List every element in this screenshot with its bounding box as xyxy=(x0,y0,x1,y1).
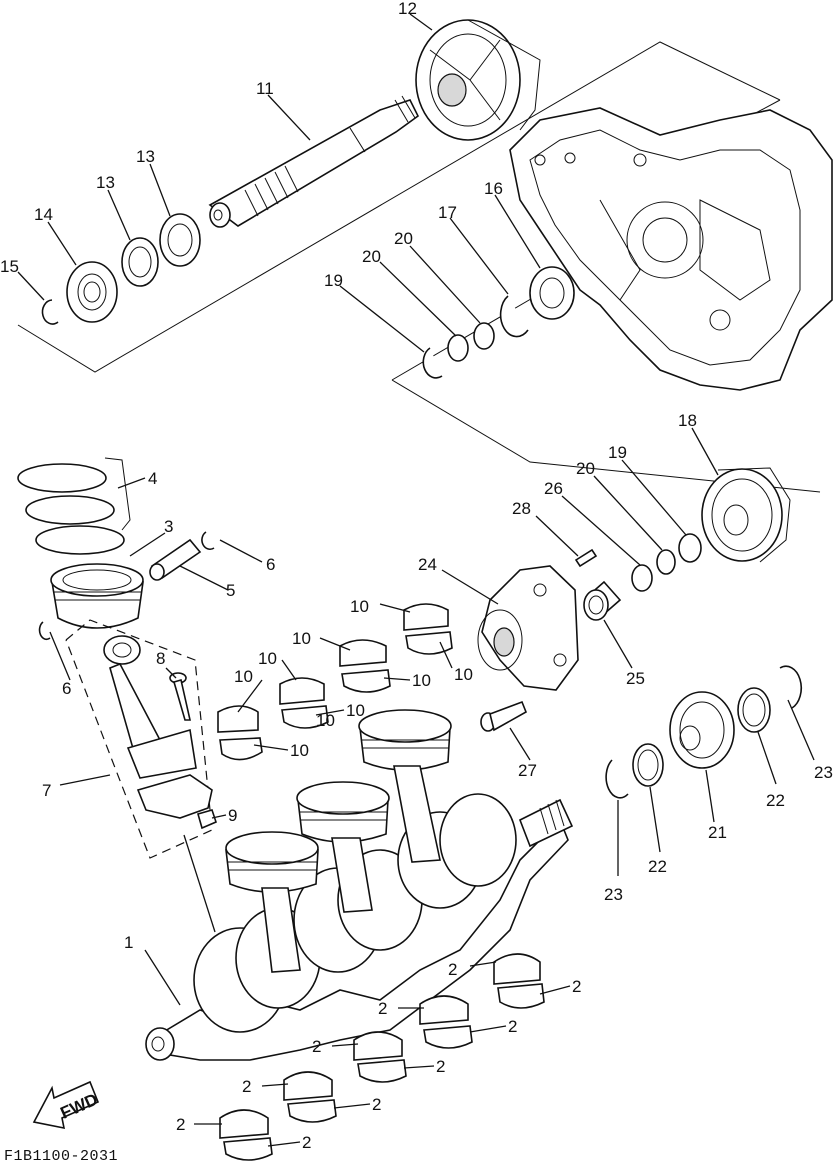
label-2d: 2 xyxy=(508,1017,517,1036)
label-20a: 20 xyxy=(362,247,381,266)
connecting-rod-kit-outline xyxy=(65,619,213,859)
label-2b: 2 xyxy=(572,977,581,996)
label-2g: 2 xyxy=(242,1077,251,1096)
bushing-25 xyxy=(583,580,622,621)
label-10c: 10 xyxy=(258,649,277,668)
bolt-8 xyxy=(169,672,191,721)
shaft-11 xyxy=(208,95,420,228)
circlip-23a xyxy=(779,665,803,709)
label-22b: 22 xyxy=(648,857,667,876)
label-26: 26 xyxy=(544,479,563,498)
bearings-10 xyxy=(217,603,453,761)
gear-21 xyxy=(669,691,735,769)
washer-26 xyxy=(631,564,653,592)
circlip-17 xyxy=(499,295,529,338)
label-20b: 20 xyxy=(394,229,413,248)
washer-20b xyxy=(447,334,469,362)
label-2f: 2 xyxy=(436,1057,445,1076)
piston-pin-5 xyxy=(149,538,202,581)
label-10f: 10 xyxy=(412,671,431,690)
label-22a: 22 xyxy=(766,791,785,810)
washer-20c xyxy=(656,549,676,575)
label-10a: 10 xyxy=(350,597,369,616)
circlip-6a xyxy=(201,531,215,551)
piston-rings-4 xyxy=(17,457,131,555)
main-bearings-2 xyxy=(219,953,545,1161)
bolt-27 xyxy=(480,700,528,732)
oil-seal-13a xyxy=(121,237,159,287)
label-2i: 2 xyxy=(176,1115,185,1134)
gear-18 xyxy=(701,467,791,563)
label-19a: 19 xyxy=(324,271,343,290)
label-10h: 10 xyxy=(290,741,309,760)
bearing-16 xyxy=(529,266,575,320)
label-10b: 10 xyxy=(292,629,311,648)
label-15: 15 xyxy=(0,257,19,276)
label-10g: 10 xyxy=(346,701,365,720)
fwd-arrow-icon: FWD xyxy=(32,1080,101,1130)
label-2h: 2 xyxy=(372,1095,381,1114)
label-13b: 13 xyxy=(136,147,155,166)
label-28: 28 xyxy=(512,499,531,518)
coupler-12 xyxy=(415,19,541,141)
circlip-19b xyxy=(678,533,702,563)
label-2c: 2 xyxy=(378,999,387,1018)
label-4: 4 xyxy=(148,469,157,488)
circlip-23b xyxy=(605,759,629,799)
cap-7 xyxy=(136,774,213,819)
label-10d: 10 xyxy=(234,667,253,686)
label-12: 12 xyxy=(398,0,417,18)
label-25: 25 xyxy=(626,669,645,688)
label-11: 11 xyxy=(256,79,274,98)
label-23b: 23 xyxy=(604,885,623,904)
label-2j: 2 xyxy=(302,1133,311,1152)
nut-9 xyxy=(197,809,217,830)
label-23a: 23 xyxy=(814,763,833,782)
label-19b: 19 xyxy=(608,443,627,462)
washer-22a xyxy=(737,687,771,733)
label-13a: 13 xyxy=(96,173,115,192)
label-9: 9 xyxy=(228,806,237,825)
oil-pump-housing-24 xyxy=(477,565,579,691)
label-27: 27 xyxy=(518,761,537,780)
washer-20a xyxy=(473,322,495,350)
label-21: 21 xyxy=(708,823,727,842)
label-5: 5 xyxy=(226,581,235,600)
label-3: 3 xyxy=(164,517,173,536)
crank-piston-right xyxy=(358,709,452,863)
leader-lines xyxy=(17,13,815,1147)
label-6a: 6 xyxy=(266,555,275,574)
label-24: 24 xyxy=(418,555,437,574)
dowel-pin-28 xyxy=(574,548,598,568)
label-1: 1 xyxy=(124,933,133,952)
connecting-rod-7 xyxy=(103,635,197,779)
label-2e: 2 xyxy=(312,1037,321,1056)
label-7: 7 xyxy=(42,781,51,800)
label-20c: 20 xyxy=(576,459,595,478)
crank-piston-middle xyxy=(296,781,390,913)
bearing-14 xyxy=(66,261,118,323)
circlip-6b xyxy=(38,621,51,641)
circlip-19a xyxy=(422,347,443,379)
label-2a: 2 xyxy=(448,960,457,979)
diagram-code: F1B1100-2031 xyxy=(4,1148,118,1165)
piston-3 xyxy=(50,563,144,629)
label-10e: 10 xyxy=(454,665,473,684)
washer-22b xyxy=(632,743,664,787)
label-17: 17 xyxy=(438,203,457,222)
oil-seal-13b xyxy=(159,213,201,267)
label-18: 18 xyxy=(678,411,697,430)
crankcase xyxy=(509,107,833,391)
label-8: 8 xyxy=(156,649,165,668)
label-14: 14 xyxy=(34,205,53,224)
circlip-15 xyxy=(41,299,59,325)
label-6b: 6 xyxy=(62,679,71,698)
label-10i: 10 xyxy=(316,711,335,730)
label-16: 16 xyxy=(484,179,503,198)
crank-piston-left xyxy=(225,831,319,973)
